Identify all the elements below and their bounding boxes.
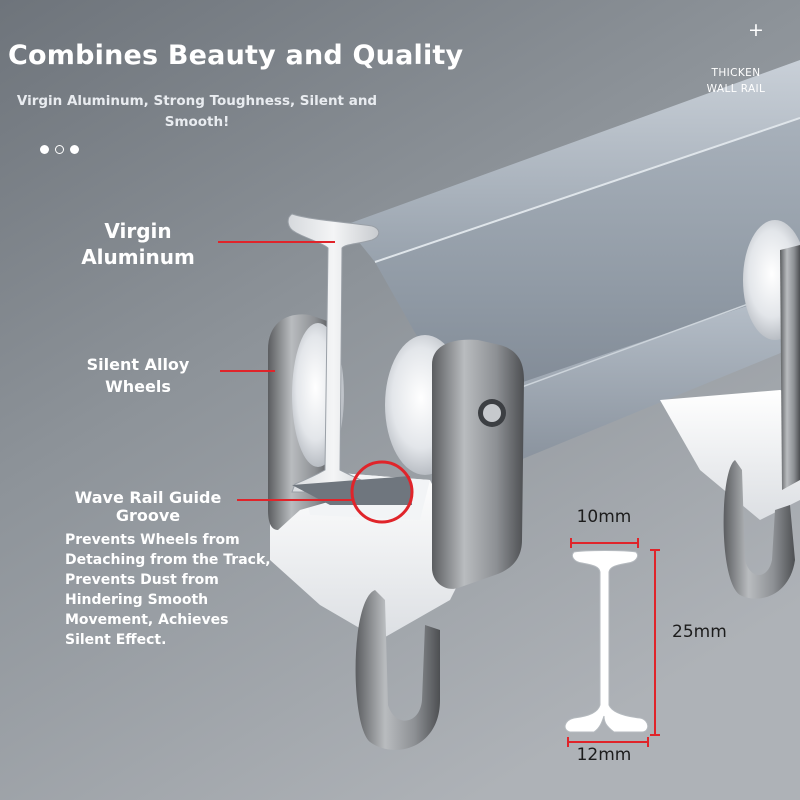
page-title: Combines Beauty and Quality bbox=[8, 40, 464, 71]
dimension-top-width: 10mm bbox=[576, 507, 632, 527]
callout-wave-rail-guide-groove: Wave Rail Guide Groove bbox=[74, 488, 222, 525]
corner-label: THICKEN WALL RAIL bbox=[706, 67, 766, 95]
carousel-dot[interactable] bbox=[40, 145, 49, 154]
carousel-dot-active[interactable] bbox=[55, 145, 64, 154]
callout-virgin-aluminum: Virgin Aluminum bbox=[81, 219, 195, 269]
page-subtitle: Virgin Aluminum, Strong Toughness, Silen… bbox=[16, 93, 378, 130]
callout-silent-alloy-wheels: Silent Alloy Wheels bbox=[86, 355, 190, 396]
dimension-height: 25mm bbox=[672, 622, 727, 642]
callout-groove-description: Prevents Wheels from Detaching from the … bbox=[65, 532, 271, 648]
carousel-indicator bbox=[40, 145, 79, 154]
dimension-diagram bbox=[564, 538, 660, 747]
plus-icon[interactable]: + bbox=[748, 19, 764, 41]
dimension-bottom-width: 12mm bbox=[576, 745, 632, 765]
carousel-dot[interactable] bbox=[70, 145, 79, 154]
